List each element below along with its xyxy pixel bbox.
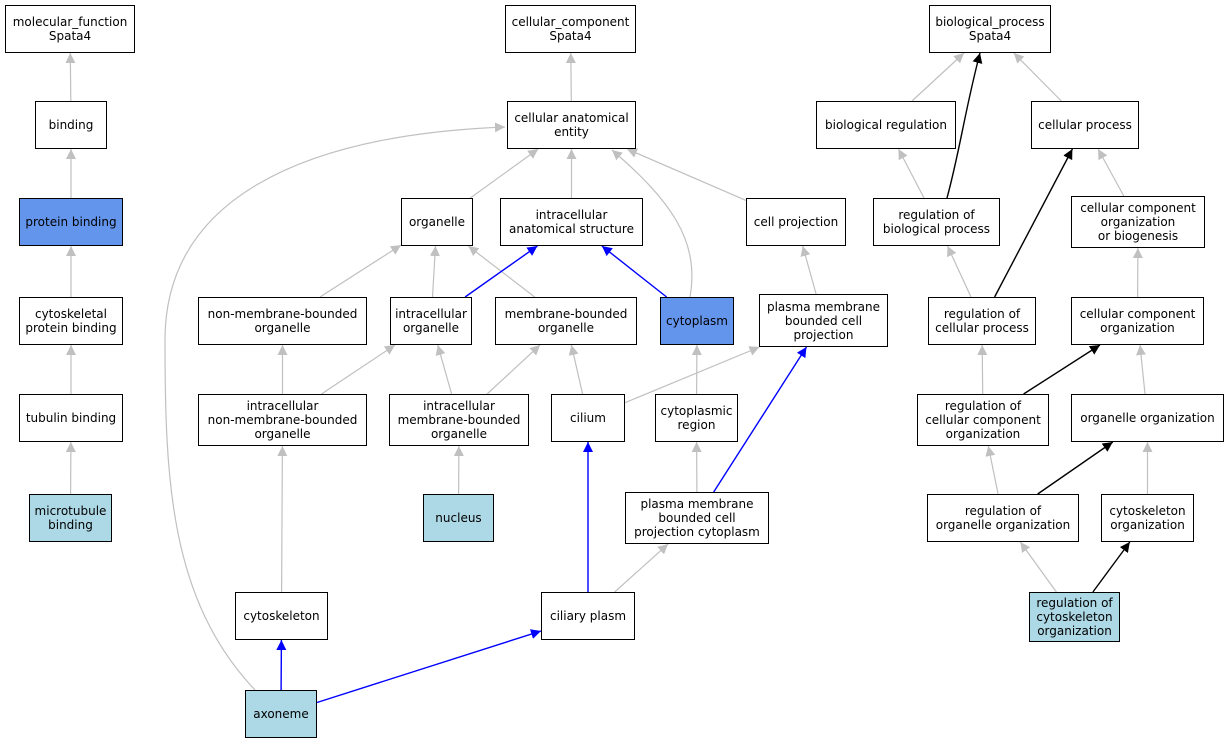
go-term-node-io[interactable]: intracellular organelle	[390, 297, 472, 345]
edge-reg-cco-to-reg-cell-proc	[977, 344, 988, 395]
edge-cytoskeleton-to-inmbo	[277, 445, 288, 593]
edge-imbo-to-io	[435, 344, 453, 395]
go-term-node-cell-projection[interactable]: cell projection	[746, 198, 846, 246]
go-term-node-org-org[interactable]: organelle organization	[1071, 394, 1224, 442]
go-term-node-cytoplasm[interactable]: cytoplasm	[660, 297, 734, 345]
edge-reg-org-org-to-org-org	[1037, 441, 1114, 495]
edge-organelle-to-cae	[469, 148, 539, 199]
edge-inmbo-to-io	[321, 344, 396, 395]
go-term-node-bp[interactable]: biological_process Spata4	[929, 5, 1051, 53]
edge-reg-cytoskeleton-org-to-reg-org-org	[1019, 541, 1057, 593]
edge-reg-cco-to-cco	[1023, 344, 1101, 395]
edge-axoneme-to-ciliary-plasm	[316, 629, 542, 704]
edge-pmbcp-to-cell-projection	[800, 245, 817, 295]
edge-nmbo-to-organelle	[319, 244, 402, 298]
edge-reg-cell-proc-to-cell-proc	[993, 148, 1074, 298]
edge-bio-reg-to-bp	[911, 52, 965, 102]
edge-cytoplasm-to-cae	[611, 149, 693, 298]
go-term-node-organelle[interactable]: organelle	[401, 198, 473, 246]
edge-pmbcpc-to-pmbcp	[713, 346, 808, 493]
go-term-node-reg-cco[interactable]: regulation of cellular component organiz…	[917, 394, 1049, 446]
go-term-node-ccob[interactable]: cellular component organization or bioge…	[1071, 196, 1205, 248]
go-term-node-reg-bio-proc[interactable]: regulation of biological process	[873, 198, 1000, 246]
edge-io-to-organelle	[429, 245, 440, 298]
go-term-node-cyto-protein-binding[interactable]: cytoskeletal protein binding	[19, 297, 123, 345]
go-term-node-nucleus[interactable]: nucleus	[423, 494, 494, 542]
go-term-node-mbo[interactable]: membrane-bounded organelle	[495, 297, 637, 345]
go-term-node-cco[interactable]: cellular component organization	[1071, 297, 1204, 345]
go-term-node-nmbo[interactable]: non-membrane-bounded organelle	[198, 297, 367, 345]
go-term-node-pmbcpc[interactable]: plasma membrane bounded cell projection …	[625, 492, 769, 544]
go-term-node-ciliary-plasm[interactable]: ciliary plasm	[541, 592, 635, 640]
go-term-node-microtubule-binding[interactable]: microtubule binding	[29, 494, 112, 542]
edge-cell-projection-to-cae	[626, 148, 747, 201]
edge-imbo-to-mbo	[486, 344, 541, 395]
edge-cae-to-cc	[565, 52, 576, 102]
edge-reg-cytoskeleton-org-to-cytoskeleton-org	[1092, 541, 1131, 593]
edge-ccob-to-cell-proc	[1097, 148, 1125, 197]
go-term-node-cytoskeleton[interactable]: cytoskeleton	[235, 592, 328, 640]
go-term-node-tubulin-binding[interactable]: tubulin binding	[19, 394, 123, 442]
edge-cell-proc-to-bp	[1013, 52, 1062, 102]
go-term-node-protein-binding[interactable]: protein binding	[19, 198, 123, 246]
edge-binding-to-mf	[65, 52, 76, 102]
go-term-node-cyto-region[interactable]: cytoplasmic region	[655, 394, 738, 442]
edge-ciliary-plasm-to-pmbcpc	[614, 543, 669, 593]
edge-axoneme-to-cae	[164, 122, 506, 691]
go-term-node-reg-cell-proc[interactable]: regulation of cellular process	[928, 297, 1036, 345]
edge-reg-bio-proc-to-bio-reg	[897, 148, 925, 199]
go-term-node-mf[interactable]: molecular_function Spata4	[5, 5, 135, 53]
edge-org-org-to-cco	[1136, 344, 1146, 395]
edge-cilium-to-mbo	[568, 344, 584, 395]
go-term-node-ias[interactable]: intracellular anatomical structure	[500, 198, 643, 246]
go-term-node-imbo[interactable]: intracellular membrane-bounded organelle	[389, 394, 529, 446]
go-term-node-reg-org-org[interactable]: regulation of organelle organization	[927, 494, 1079, 542]
edge-reg-cell-proc-to-reg-bio-proc	[946, 245, 972, 298]
edge-cytoplasm-to-ias	[601, 245, 668, 298]
edge-reg-org-org-to-reg-cco	[985, 445, 999, 495]
go-term-node-cilium[interactable]: cilium	[551, 394, 625, 442]
go-term-node-inmbo[interactable]: intracellular non-membrane-bounded organ…	[198, 394, 367, 446]
edge-io-to-ias	[464, 245, 538, 298]
go-term-node-reg-cytoskeleton-org[interactable]: regulation of cytoskeleton organization	[1029, 592, 1120, 642]
go-term-node-binding[interactable]: binding	[35, 101, 107, 149]
go-term-node-pmbcp[interactable]: plasma membrane bounded cell projection	[759, 294, 888, 347]
edge-reg-bio-proc-to-bp	[946, 52, 983, 199]
go-term-node-bio-reg[interactable]: biological regulation	[816, 101, 956, 149]
edge-cilium-to-pmbcp	[624, 346, 760, 404]
go-term-node-cytoskeleton-org[interactable]: cytoskeleton organization	[1101, 494, 1194, 542]
go-term-node-axoneme[interactable]: axoneme	[245, 690, 317, 738]
go-term-node-cell-proc[interactable]: cellular process	[1031, 101, 1139, 149]
go-term-node-cae[interactable]: cellular anatomical entity	[507, 101, 636, 149]
go-term-node-cc[interactable]: cellular_component Spata4	[505, 5, 636, 53]
